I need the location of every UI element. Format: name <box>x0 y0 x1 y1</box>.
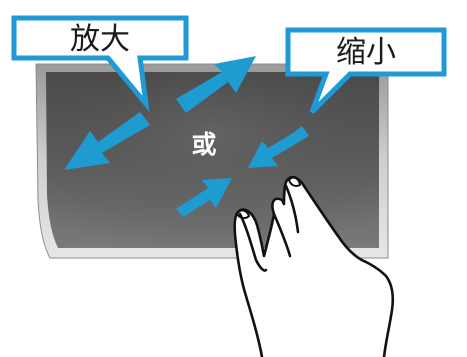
contract-arrows-icon <box>176 126 309 217</box>
pinch-hand-icon <box>233 175 395 357</box>
knuckle-line <box>272 212 292 258</box>
finger-crease <box>284 184 300 234</box>
arrow-up-right-large <box>176 56 256 113</box>
arrow-up-right-small <box>176 178 232 217</box>
arrow-down-left-large <box>64 112 150 170</box>
zoom-out-label: 缩小 <box>336 35 396 70</box>
thumb-crease <box>238 212 268 272</box>
zoom-in-callout: 放大 <box>11 15 189 113</box>
zoom-out-callout-bubble <box>285 27 447 114</box>
center-or-text: 或 <box>191 130 216 159</box>
zoom-in-label: 放大 <box>70 22 130 57</box>
hand-outline <box>233 175 395 357</box>
fingernail <box>288 176 301 187</box>
thumbnail <box>236 209 250 220</box>
zoom-out-callout: 缩小 <box>285 27 447 114</box>
arrow-down-left-small <box>248 126 309 168</box>
zoom-in-callout-bubble <box>11 15 189 113</box>
expand-arrows-icon <box>64 56 256 170</box>
